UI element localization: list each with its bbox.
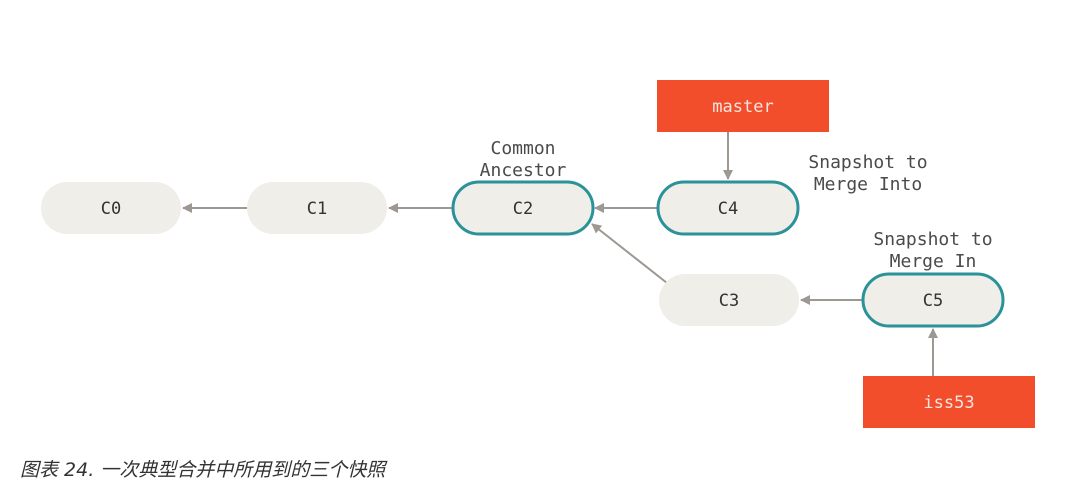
commit-node	[861, 272, 1005, 328]
commit-C5[interactable]: C5	[861, 272, 1005, 328]
commit-label: C0	[101, 199, 121, 219]
commit-label: C4	[718, 199, 738, 219]
commit-label: C5	[923, 291, 943, 311]
commit-node	[451, 180, 595, 236]
commit-C0[interactable]: C0	[41, 182, 181, 234]
branch-label: master	[712, 97, 773, 117]
branch-master[interactable]: master	[657, 80, 829, 180]
commit-node	[247, 182, 387, 234]
commit-C3[interactable]: C3	[659, 274, 799, 326]
commit-label: C3	[719, 291, 739, 311]
commit-C2[interactable]: C2	[451, 180, 595, 236]
commit-node	[41, 182, 181, 234]
commit-C1[interactable]: C1	[247, 182, 387, 234]
commit-label: C2	[513, 199, 533, 219]
figure-caption: 图表 24. 一次典型合并中所用到的三个快照	[20, 459, 386, 481]
branch-label: iss53	[923, 393, 974, 413]
commit-C4[interactable]: C4	[656, 180, 800, 236]
branch-box	[863, 376, 1035, 428]
edge-C3-C2	[591, 223, 668, 284]
commit-node	[656, 180, 800, 236]
branch-box	[657, 80, 829, 132]
commit-label: C1	[307, 199, 327, 219]
branch-iss53[interactable]: iss53	[863, 328, 1035, 428]
commit-node	[659, 274, 799, 326]
